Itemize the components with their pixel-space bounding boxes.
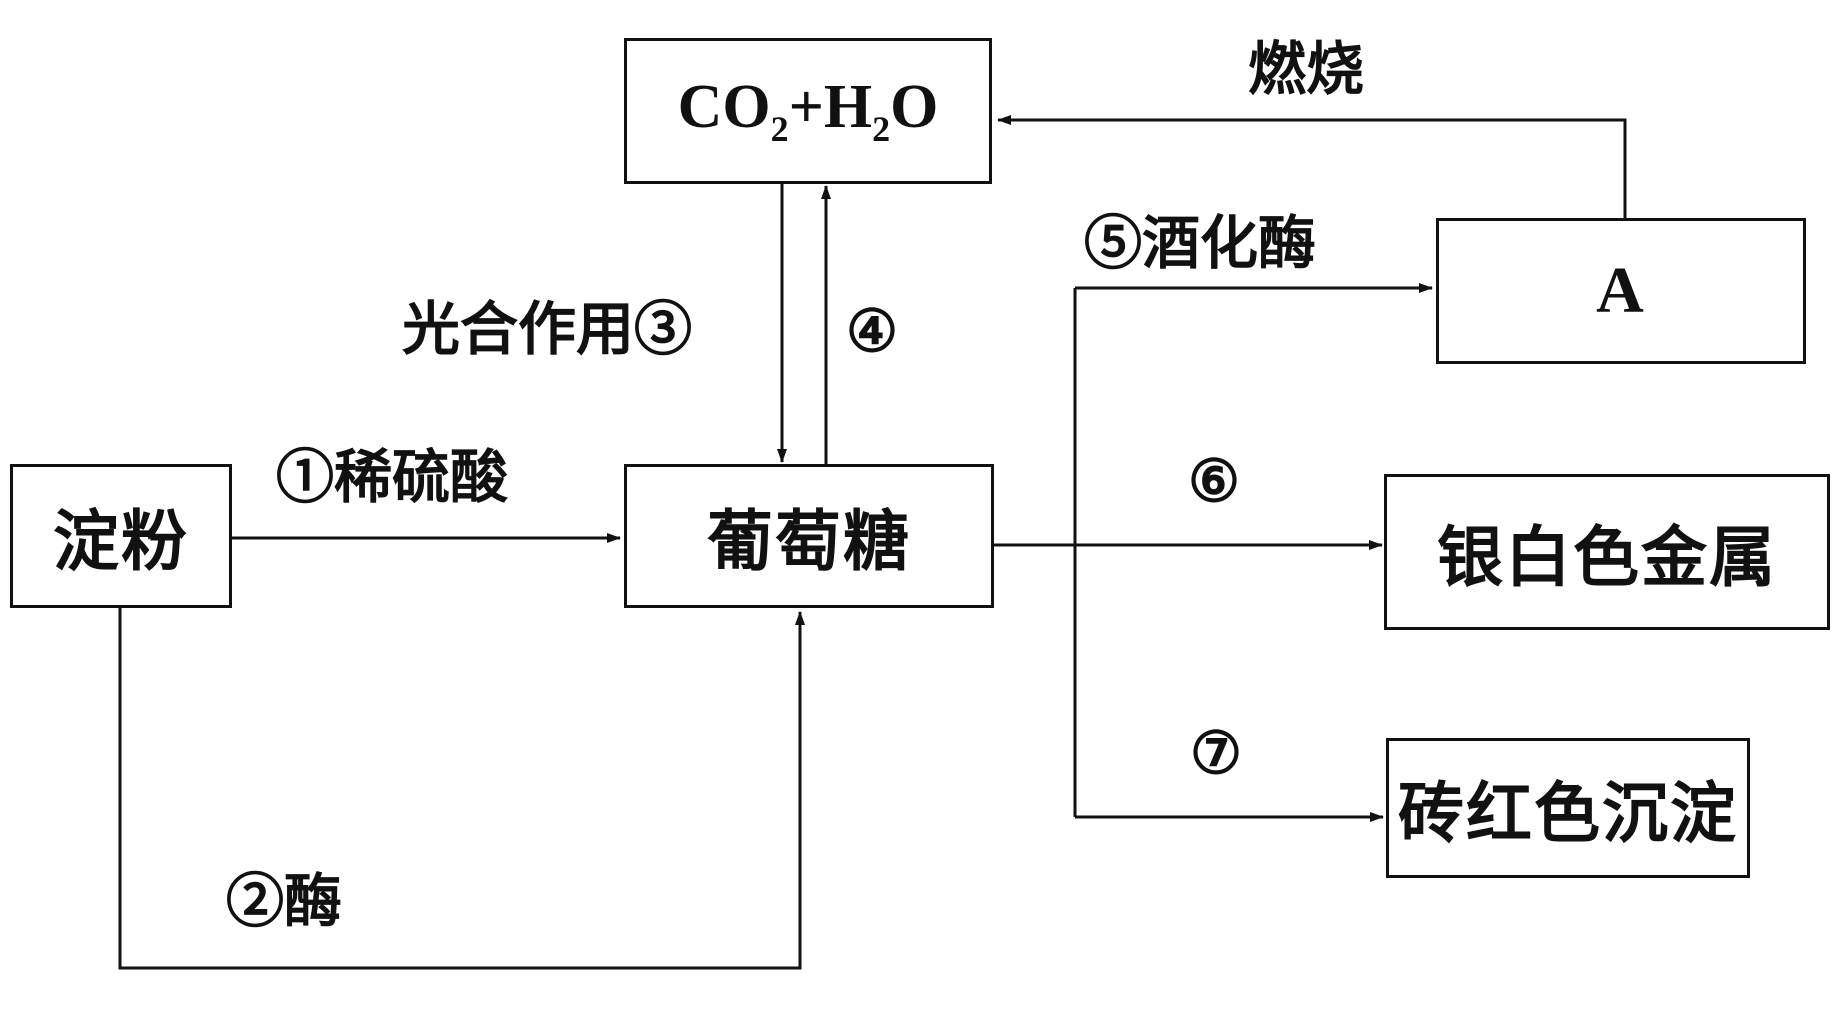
node-glucose: 葡萄糖 xyxy=(624,464,994,608)
node-silver-metal-label: 银白色金属 xyxy=(1437,518,1777,596)
node-a-label: A xyxy=(1596,254,1646,327)
node-brick-red-precipitate-label: 砖红色沉淀 xyxy=(1398,774,1738,852)
node-co2-h2o: CO2+H2O xyxy=(624,38,992,184)
arrow-a-to-co2 xyxy=(997,115,1627,218)
node-starch: 淀粉 xyxy=(10,464,232,608)
label-burning: 燃烧 xyxy=(1248,35,1365,103)
arrow-starch-to-glucose-enzyme xyxy=(118,608,805,970)
node-a: A xyxy=(1436,218,1806,364)
node-brick-red-precipitate: 砖红色沉淀 xyxy=(1386,738,1750,878)
label-step6: ⑥ xyxy=(1188,447,1240,515)
node-glucose-label: 葡萄糖 xyxy=(707,502,911,580)
node-silver-metal: 银白色金属 xyxy=(1384,474,1830,630)
label-step5-zymase: ⑤酒化酶 xyxy=(1084,209,1317,277)
label-step2-enzyme: ②酶 xyxy=(226,867,343,935)
node-starch-label: 淀粉 xyxy=(53,502,189,580)
label-step4: ④ xyxy=(846,297,898,365)
node-co2-h2o-formula: CO2+H2O xyxy=(677,73,939,149)
label-step3-photosynthesis: 光合作用③ xyxy=(402,295,693,363)
label-step1-dilute-sulfuric-acid: ①稀硫酸 xyxy=(276,443,509,511)
label-step7: ⑦ xyxy=(1190,719,1242,787)
